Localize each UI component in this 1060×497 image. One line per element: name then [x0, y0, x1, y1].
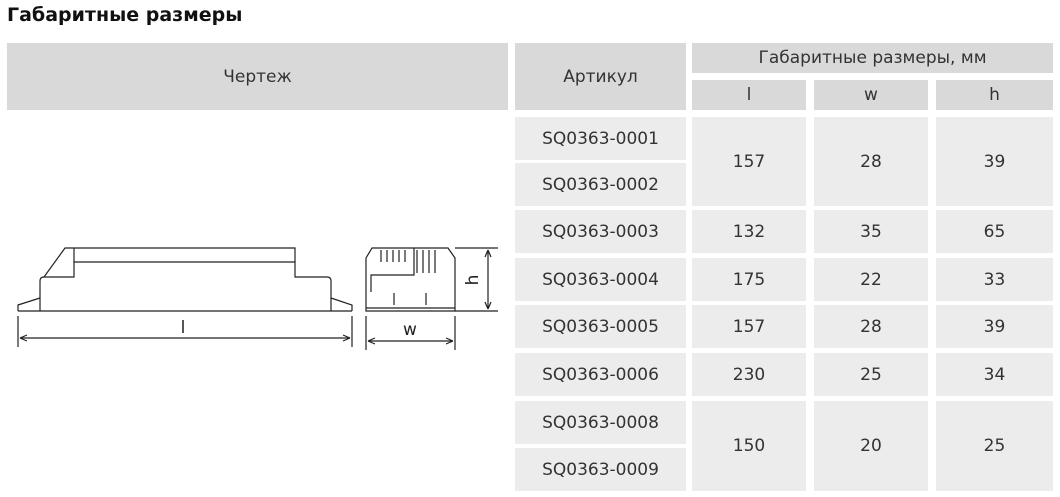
dim-h-cell: 34: [936, 353, 1053, 396]
dim-l-cell: 157: [692, 305, 806, 348]
header-l: l: [692, 80, 806, 110]
article-cell: SQ0363-0005: [515, 305, 686, 348]
dim-l-cell: 230: [692, 353, 806, 396]
dim-l-cell: 175: [692, 258, 806, 301]
article-cell: SQ0363-0008: [515, 401, 686, 444]
dim-h-cell: 39: [936, 117, 1053, 206]
dim-l-cell: 150: [692, 401, 806, 491]
dim-h-cell: 33: [936, 258, 1053, 301]
article-cell: SQ0363-0004: [515, 258, 686, 301]
header-h: h: [936, 80, 1053, 110]
article-cell: SQ0363-0003: [515, 210, 686, 253]
length-label: l: [181, 318, 186, 338]
article-cell: SQ0363-0009: [515, 448, 686, 491]
side-view: [17, 247, 353, 347]
dim-l-cell: 132: [692, 210, 806, 253]
width-label: w: [403, 320, 417, 340]
dim-l-cell: 157: [692, 117, 806, 206]
dim-w-cell: 28: [814, 305, 928, 348]
header-dimensions: Габаритные размеры, мм: [692, 43, 1053, 73]
product-drawing: l w h: [17, 247, 498, 350]
header-w: w: [814, 80, 928, 110]
article-cell: SQ0363-0006: [515, 353, 686, 396]
article-cell: SQ0363-0002: [515, 163, 686, 206]
dim-h-cell: 25: [936, 401, 1053, 491]
end-view: [365, 247, 498, 350]
section-title: Габаритные размеры: [7, 4, 243, 26]
dim-w-cell: 25: [814, 353, 928, 396]
header-article: Артикул: [515, 43, 686, 110]
height-label: h: [463, 275, 483, 286]
dim-h-cell: 39: [936, 305, 1053, 348]
dim-w-cell: 22: [814, 258, 928, 301]
header-drawing: Чертеж: [7, 43, 508, 110]
article-cell: SQ0363-0001: [515, 117, 686, 160]
dim-w-cell: 20: [814, 401, 928, 491]
dim-w-cell: 28: [814, 117, 928, 206]
dim-w-cell: 35: [814, 210, 928, 253]
dim-h-cell: 65: [936, 210, 1053, 253]
